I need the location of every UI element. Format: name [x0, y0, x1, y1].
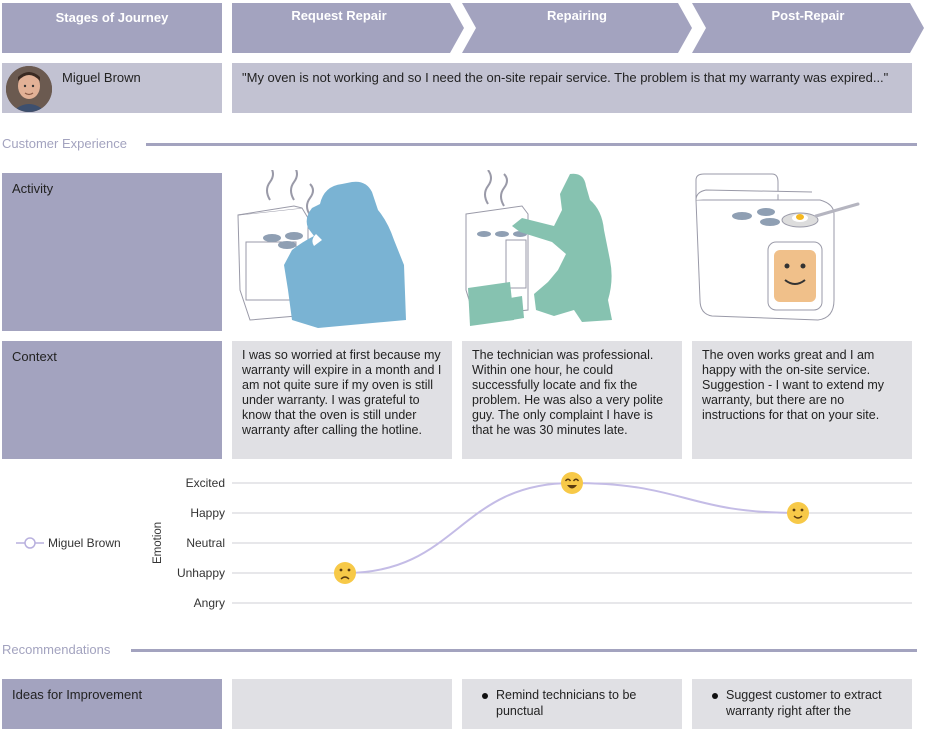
context-label-text: Context	[12, 349, 57, 364]
emotion-line	[344, 481, 799, 574]
legend-label: Miguel Brown	[48, 536, 121, 550]
section-title-customer-experience: Customer Experience	[2, 136, 127, 151]
bullet-icon	[712, 693, 718, 699]
stage-label-repairing: Repairing	[547, 8, 607, 23]
context-repairing: The technician was professional. Within …	[462, 341, 682, 459]
persona-name: Miguel Brown	[62, 70, 141, 85]
idea-text: Remind technicians to be punctual	[496, 688, 637, 718]
persona-card: Miguel Brown	[2, 63, 222, 113]
stage-arrow-repairing	[462, 3, 692, 53]
stages-label: Stages of Journey	[55, 10, 169, 25]
illustration-post-repair	[695, 173, 860, 321]
level-angry: Angry	[193, 596, 225, 610]
persona-quote: "My oven is not working and so I need th…	[232, 63, 912, 113]
activity-label: Activity	[2, 173, 222, 331]
bullet-icon	[482, 693, 488, 699]
idea-repairing: Remind technicians to be punctual	[462, 679, 682, 729]
avatar	[6, 66, 52, 112]
level-neutral: Neutral	[186, 536, 225, 550]
stage-arrow-post-repair	[692, 3, 924, 53]
legend-marker	[16, 537, 44, 549]
idea-post-repair: Suggest customer to extract warranty rig…	[692, 679, 912, 729]
emotion-point-excited-face-icon	[561, 472, 583, 494]
context-label: Context	[2, 341, 222, 459]
stage-label-request-repair: Request Repair	[291, 8, 387, 23]
recommendations-divider	[131, 649, 917, 652]
stage-arrow-request-repair	[232, 3, 464, 53]
emotion-chart	[232, 472, 912, 604]
context-post-repair: The oven works great and I am happy with…	[692, 341, 912, 459]
level-excited: Excited	[185, 476, 225, 490]
level-unhappy: Unhappy	[176, 566, 225, 580]
emotion-point-unhappy-face-icon	[334, 562, 356, 584]
ideas-label-text: Ideas for Improvement	[12, 687, 143, 702]
stage-label-post-repair: Post-Repair	[771, 8, 845, 23]
context-request-repair: I was so worried at first because my war…	[232, 341, 452, 459]
stages-of-journey-header: Stages of Journey	[2, 3, 222, 53]
idea-request-repair	[232, 679, 452, 729]
emotion-point-happy-face-icon	[787, 502, 809, 524]
activity-label-text: Activity	[12, 181, 54, 196]
level-happy: Happy	[190, 506, 225, 520]
section-divider	[146, 143, 917, 146]
idea-text: Suggest customer to extract warranty rig…	[726, 688, 882, 718]
ideas-label: Ideas for Improvement	[2, 679, 222, 729]
section-title-recommendations: Recommendations	[2, 642, 111, 657]
illustration-repairing	[465, 170, 612, 326]
illustration-request-repair	[237, 170, 406, 328]
